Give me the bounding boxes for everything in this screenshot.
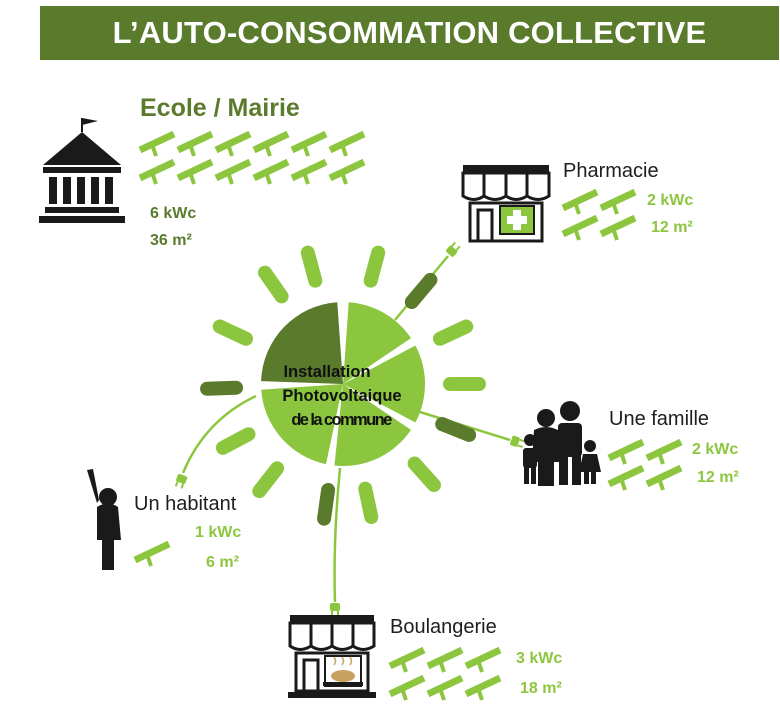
sun-pie [261, 302, 425, 466]
sun-ray-4 [432, 319, 474, 346]
pharmacie-area: 12 m² [651, 219, 693, 236]
sun-ray-7 [407, 456, 442, 493]
pharmacy-shop-icon [461, 165, 551, 243]
sun-slice-1 [261, 302, 343, 384]
person-icon [87, 469, 121, 570]
town-hall-icon [39, 118, 125, 223]
page-title: L’AUTO-CONSOMMATION COLLECTIVE [112, 15, 707, 50]
boulangerie-label: Boulangerie [390, 616, 497, 638]
cable-habitant [181, 394, 257, 474]
habitant-power: 1 kWc [195, 524, 241, 541]
ecole-row-1-panel-5 [290, 130, 328, 157]
ecole-area: 36 m² [150, 232, 192, 249]
cable-boulangerie [333, 467, 342, 603]
boulangerie-row-1-panel-2 [426, 646, 464, 673]
plug-icon-famille [510, 435, 525, 448]
plug-icon-habitant [174, 474, 188, 489]
ecole-row-1-panel-1 [138, 130, 176, 157]
sun-slice-3 [343, 345, 425, 423]
famille-area: 12 m² [697, 469, 739, 486]
plug-icon-pharmacie [446, 241, 461, 257]
center-label-line-3: de la commune [291, 411, 392, 429]
pharmacie-label: Pharmacie [563, 160, 659, 182]
title-banner: L’AUTO-CONSOMMATION COLLECTIVE [40, 6, 779, 60]
ecole-mairie-label: Ecole / Mairie [140, 94, 300, 122]
center-label: Installation Photovoltaique de la commun… [282, 363, 401, 429]
bakery-shop-icon [288, 615, 376, 698]
boulangerie-row-1-panel-1 [388, 646, 426, 673]
boulangerie-area: 18 m² [520, 680, 562, 697]
pharmacie-power: 2 kWc [647, 192, 693, 209]
ecole-row-1-panel-3 [214, 130, 252, 157]
family-icon [523, 401, 601, 486]
famille-power: 2 kWc [692, 441, 738, 458]
sun-rays [200, 245, 486, 526]
famille-label: Une famille [609, 408, 709, 430]
center-label-line-2: Photovoltaique [282, 387, 401, 405]
sun-slice-5 [261, 384, 343, 465]
boulangerie-row-2-panel-2 [426, 674, 464, 701]
famille-row-1-panel-1 [607, 438, 645, 465]
boulangerie-row-2-panel-3 [464, 674, 502, 701]
sun-ray-8 [358, 481, 379, 525]
sun-ray-13 [212, 319, 254, 346]
solar-panels [133, 130, 683, 701]
sun-slice-4 [334, 384, 411, 466]
sun-ray-12 [200, 380, 244, 396]
ecole-row-1-panel-6 [328, 130, 366, 157]
ecole-row-2-panel-6 [328, 158, 366, 185]
boulangerie-row-2-panel-1 [388, 674, 426, 701]
ecole-row-2-panel-3 [214, 158, 252, 185]
ecole-power: 6 kWc [150, 205, 196, 222]
famille-row-1-panel-2 [645, 438, 683, 465]
pharmacie-row-2-panel-2 [599, 214, 637, 241]
sun-ray-9 [317, 482, 336, 526]
famille-row-2-panel-1 [607, 464, 645, 491]
sun-ray-3 [404, 272, 438, 310]
boulangerie-power: 3 kWc [516, 650, 562, 667]
pharmacie-row-1-panel-2 [599, 188, 637, 215]
sun-ray-10 [252, 461, 285, 499]
ecole-row-2-panel-4 [252, 158, 290, 185]
ecole-row-1-panel-4 [252, 130, 290, 157]
habitant-row-1-panel-1 [133, 540, 171, 567]
pharmacie-row-2-panel-1 [561, 214, 599, 241]
sun-ray-2 [363, 245, 386, 288]
ecole-row-2-panel-2 [176, 158, 214, 185]
ecole-row-1-panel-2 [176, 130, 214, 157]
habitant-area: 6 m² [206, 554, 239, 571]
pharmacie-row-1-panel-1 [561, 188, 599, 215]
ecole-row-2-panel-5 [290, 158, 328, 185]
sun-ray-6 [435, 417, 477, 442]
sun-ray-14 [257, 265, 289, 304]
famille-row-2-panel-2 [645, 464, 683, 491]
center-label-line-1: Installation [283, 363, 370, 381]
sun-ray-11 [215, 427, 256, 455]
sun-slice-2 [343, 302, 411, 384]
sun-ray-1 [300, 245, 323, 288]
ecole-row-2-panel-1 [138, 158, 176, 185]
habitant-label: Un habitant [134, 493, 237, 515]
plug-icon-boulangerie [330, 603, 340, 616]
boulangerie-row-1-panel-3 [464, 646, 502, 673]
